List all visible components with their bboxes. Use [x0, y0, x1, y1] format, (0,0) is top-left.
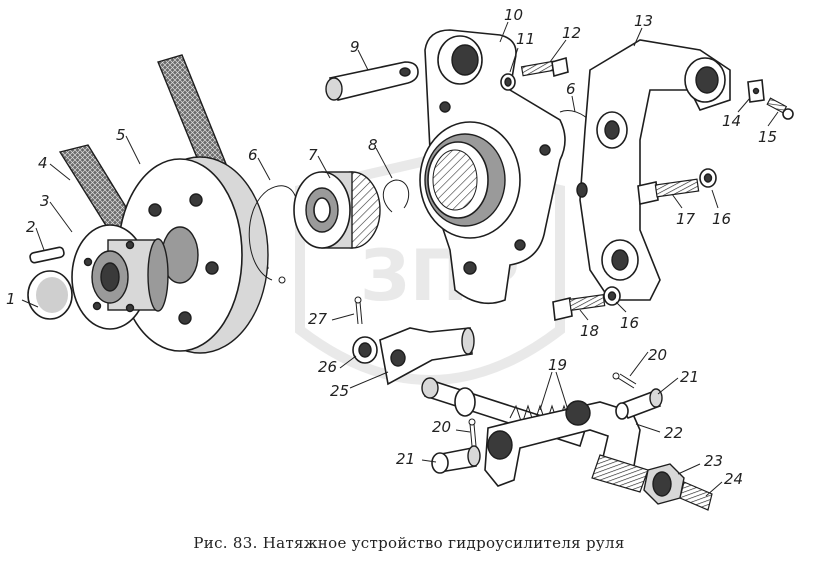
label-part-23: 23 — [704, 452, 723, 470]
label-part-27: 27 — [308, 310, 328, 328]
pin-2 — [29, 246, 65, 264]
label-part-3: 3 — [40, 192, 50, 210]
tension-lever — [576, 39, 731, 301]
label-part-2: 2 — [26, 218, 36, 236]
label-part-5: 5 — [116, 126, 126, 144]
label-part-20-upper: 20 — [648, 346, 667, 364]
axle-pin — [325, 61, 419, 101]
label-part-7: 7 — [308, 146, 318, 164]
washer-26 — [352, 336, 378, 364]
clip-14 — [747, 79, 765, 103]
label-part-18: 18 — [580, 322, 599, 340]
adjusting-rod — [591, 454, 713, 511]
cotter-pin-20-lower — [468, 418, 477, 447]
label-part-21-upper: 21 — [680, 368, 699, 386]
bolt-17 — [637, 178, 700, 205]
washer-11 — [500, 73, 516, 91]
label-part-13: 13 — [634, 12, 653, 30]
bearing — [293, 171, 381, 249]
pin-21-lower — [431, 445, 481, 474]
label-part-10: 10 — [504, 6, 523, 24]
part-number-labels: 1 2 3 4 5 6 7 8 9 10 11 12 13 6 14 15 17… — [6, 6, 777, 488]
label-part-19: 19 — [548, 356, 567, 374]
bearing-housing-bracket — [419, 29, 566, 305]
label-part-6-right: 6 — [566, 80, 576, 98]
hub-flange — [71, 224, 169, 330]
figure-caption: Рис. 83. Натяжное устройство гидроусилит… — [193, 534, 625, 552]
label-part-21-lower: 21 — [396, 450, 415, 468]
label-part-22: 22 — [664, 424, 683, 442]
label-part-6: 6 — [248, 146, 258, 164]
cotter-pin-20-upper — [612, 372, 637, 389]
bolt-12 — [520, 56, 569, 78]
label-part-12: 12 — [562, 24, 581, 42]
cap — [27, 270, 73, 320]
label-part-4: 4 — [38, 154, 48, 172]
label-part-17: 17 — [676, 210, 696, 228]
label-part-26: 26 — [318, 358, 337, 376]
label-part-8: 8 — [368, 136, 378, 154]
label-part-11: 11 — [516, 30, 535, 48]
bolt-18 — [552, 294, 606, 321]
washer-16-upper — [699, 168, 717, 188]
swivel-yoke — [379, 327, 475, 386]
label-part-16-lower: 16 — [620, 314, 639, 332]
label-part-1: 1 — [6, 290, 16, 308]
label-part-9: 9 — [350, 38, 360, 56]
label-part-20-lower: 20 — [432, 418, 451, 436]
label-part-14: 14 — [722, 112, 741, 130]
screw-15 — [766, 97, 794, 120]
snap-ring-small — [382, 179, 410, 213]
pin-21-upper — [615, 388, 663, 420]
washer-16-lower — [603, 286, 621, 306]
cotter-pin-27 — [354, 296, 363, 325]
label-part-15: 15 — [758, 128, 777, 146]
label-part-16-upper: 16 — [712, 210, 731, 228]
leader-lines — [21, 21, 779, 497]
adjusting-nut — [643, 463, 685, 505]
label-part-25: 25 — [330, 382, 349, 400]
label-part-24: 24 — [724, 470, 743, 488]
